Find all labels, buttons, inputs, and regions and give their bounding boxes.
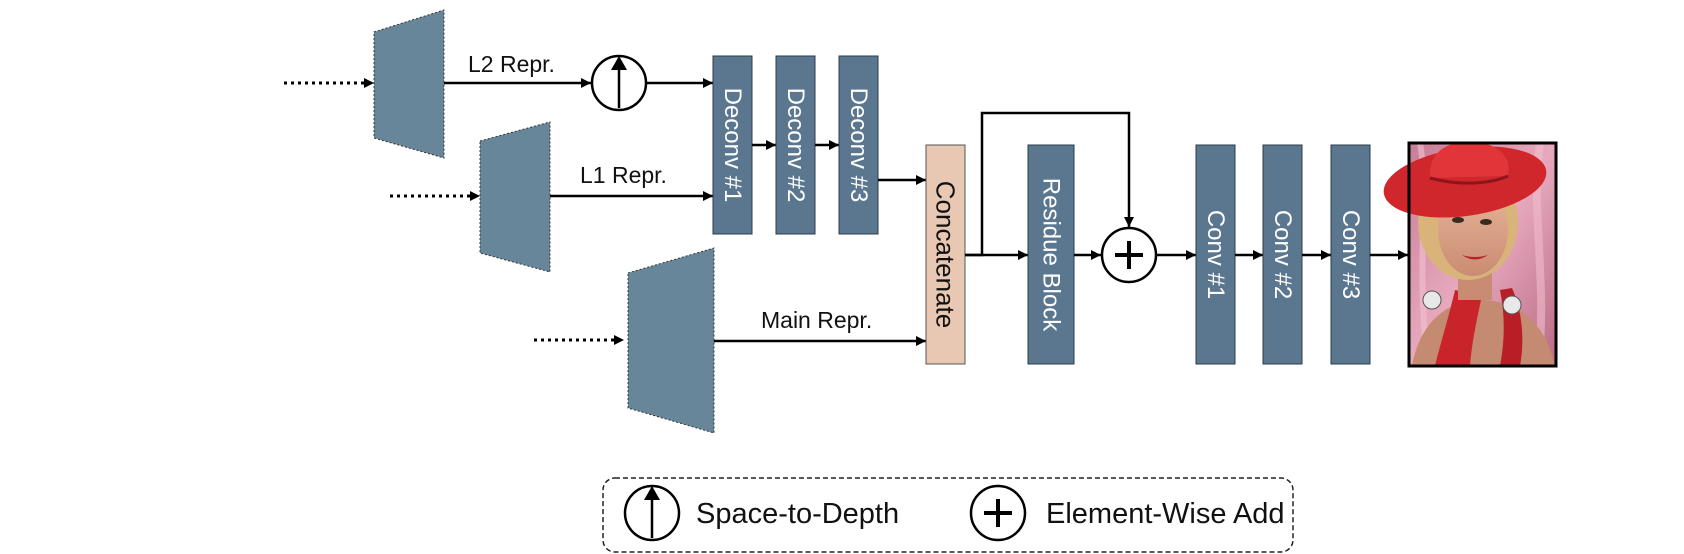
l2-label: L2 Repr. bbox=[468, 51, 555, 77]
deconv3-block: Deconv #3 bbox=[838, 55, 879, 235]
svg-text:Residue Block: Residue Block bbox=[1038, 178, 1065, 332]
svg-text:Deconv #2: Deconv #2 bbox=[782, 88, 809, 203]
main-label: Main Repr. bbox=[761, 307, 872, 333]
element-wise-add-icon bbox=[1100, 226, 1158, 284]
residue-block: Residue Block bbox=[1027, 144, 1075, 365]
svg-text:Deconv #1: Deconv #1 bbox=[719, 88, 746, 203]
main-encoder bbox=[627, 247, 715, 434]
legend: Space-to-Depth Element-Wise Add bbox=[602, 477, 1294, 553]
l1-label: L1 Repr. bbox=[580, 162, 667, 188]
svg-text:Deconv #3: Deconv #3 bbox=[845, 88, 872, 203]
svg-text:Conv #3: Conv #3 bbox=[1337, 210, 1364, 299]
space-to-depth-icon bbox=[623, 484, 681, 542]
deconv1-block: Deconv #1 bbox=[712, 55, 753, 235]
output-image bbox=[1383, 141, 1558, 368]
l1-encoder bbox=[479, 121, 551, 273]
conv2-block: Conv #2 bbox=[1262, 144, 1303, 365]
concatenate-block: Concatenate bbox=[925, 144, 966, 365]
deconv2-block: Deconv #2 bbox=[775, 55, 816, 235]
l2-encoder bbox=[373, 9, 445, 159]
space-to-depth-icon bbox=[590, 54, 648, 112]
svg-text:Conv #1: Conv #1 bbox=[1202, 210, 1229, 299]
conv1-block: Conv #1 bbox=[1195, 144, 1236, 365]
legend-element-wise-add: Element-Wise Add bbox=[1046, 498, 1285, 530]
legend-space-to-depth: Space-to-Depth bbox=[696, 498, 899, 530]
svg-text:Concatenate: Concatenate bbox=[931, 181, 961, 328]
conv3-block: Conv #3 bbox=[1330, 144, 1371, 365]
svg-text:Conv #2: Conv #2 bbox=[1269, 210, 1296, 299]
element-wise-add-icon bbox=[969, 484, 1027, 542]
